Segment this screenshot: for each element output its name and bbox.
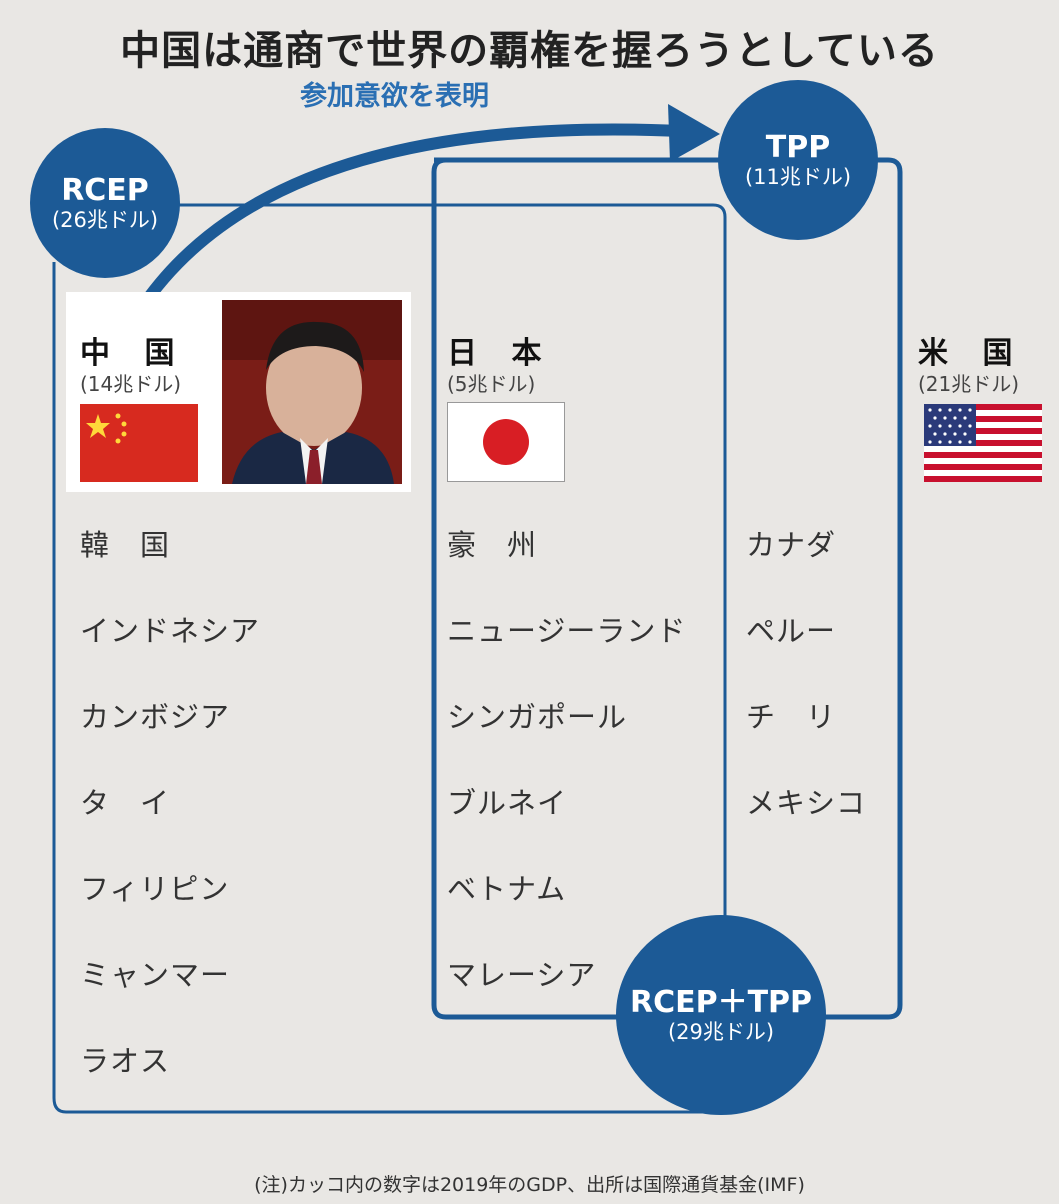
china-name: 中 国 [80,336,187,371]
both-member: 豪 州 [447,528,538,562]
tpp-name: TPP [765,129,831,165]
tpp-member: メキシコ [746,786,867,820]
china-flag-icon [80,404,198,482]
rcep-tpp-gdp: (29兆ドル) [667,1020,775,1045]
rcep-tpp-name: RCEP＋TPP [629,984,813,1020]
rcep-member: インドネシア [80,614,261,648]
tpp-member: チ リ [746,700,837,734]
rcep-member: フィリピン [80,872,230,906]
china-gdp: (14兆ドル) [80,372,182,396]
usa-flag-icon [924,404,1042,482]
japan-gdp: (5兆ドル) [447,372,536,396]
tpp-gdp: (11兆ドル) [744,165,852,190]
rcep-bubble: RCEP (26兆ドル) [30,128,180,278]
source-note: (注)カッコ内の数字は2019年のGDP、出所は国際通貨基金(IMF) [254,1174,805,1196]
arrow-label: 参加意欲を表明 [300,81,489,112]
usa-gdp: (21兆ドル) [918,372,1020,396]
rcep-member: 韓 国 [80,528,171,562]
both-member: ブルネイ [447,786,568,820]
both-member: ベトナム [447,872,567,906]
rcep-member: ラオス [80,1044,171,1078]
japan-flag-icon [447,402,565,482]
rcep-name: RCEP [61,172,149,208]
both-member: ニュージーランド [447,614,687,648]
tpp-member: カナダ [746,528,837,562]
arrow-head [668,104,720,162]
rcep-member: ミャンマー [80,958,231,992]
rcep-gdp: (26兆ドル) [51,208,159,233]
both-member: マレーシア [447,958,597,992]
leader-photo [222,300,402,484]
diagram-title: 中国は通商で世界の覇権を握ろうとしている [120,28,939,74]
rcep-member: カンボジア [80,700,231,734]
participation-arrow [134,123,706,316]
tpp-member: ペルー [746,614,837,648]
japan-name: 日 本 [447,336,554,371]
tpp-bubble: TPP (11兆ドル) [718,80,878,240]
rcep-member: タ イ [80,786,171,820]
both-member: シンガポール [447,700,628,734]
rcep-tpp-bubble: RCEP＋TPP (29兆ドル) [616,915,826,1115]
usa-name: 米 国 [918,336,1025,371]
